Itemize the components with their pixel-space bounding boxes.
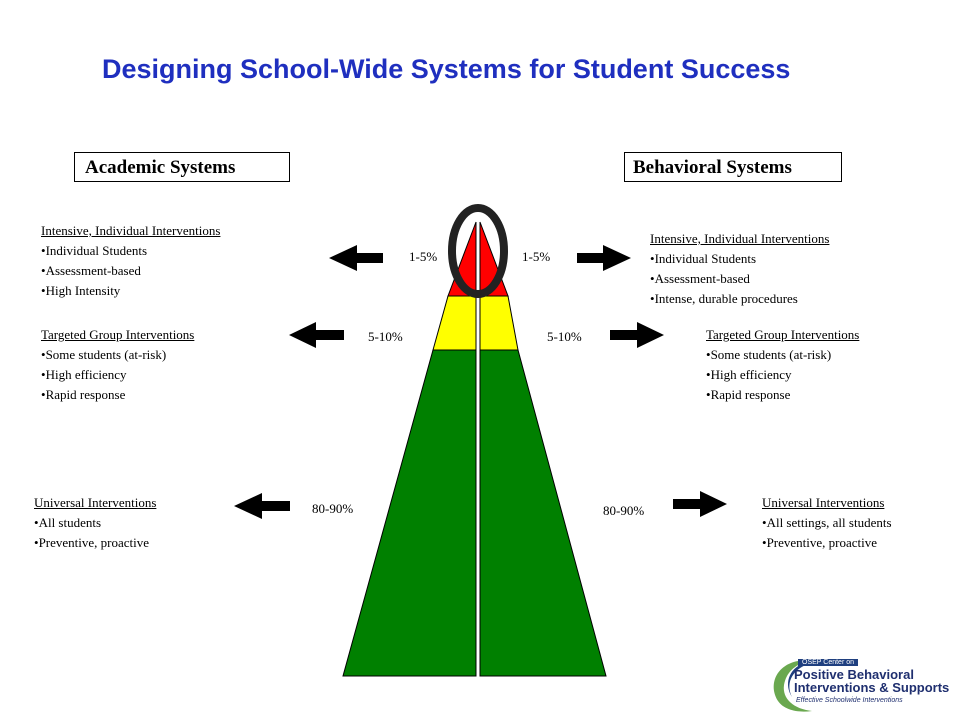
percent-left-universal: 80-90% [312,501,354,516]
logo-line-2: Interventions & Supports [794,680,950,695]
list-item: Individual Students [650,249,829,269]
list-item: Rapid response [706,385,859,405]
list-item: Individual Students [41,241,220,261]
arrow-right-universal [673,491,727,517]
tier-heading: Universal Interventions [762,495,885,510]
arrow-left-universal [234,493,290,519]
behavioral-systems-label: Behavioral Systems [624,152,842,182]
list-item: Preventive, proactive [762,533,892,553]
percent-right-intensive: 1-5% [522,249,551,264]
percent-left-intensive: 1-5% [409,249,438,264]
page-title: Designing School-Wide Systems for Studen… [102,54,791,84]
arrow-right-targeted [610,322,664,348]
percent-right-targeted: 5-10% [547,329,582,344]
list-item: Intense, durable procedures [650,289,829,309]
logo-small-text: OSEP Center on [798,659,859,666]
behavioral-universal-block: Universal Interventions All settings, al… [762,493,892,553]
arrow-right-intensive [577,245,631,271]
arrow-left-intensive [329,245,383,271]
tier-heading: Universal Interventions [34,495,157,510]
tier-heading: Targeted Group Interventions [41,327,195,342]
list-item: Some students (at-risk) [41,345,194,365]
logo-swoosh-icon [773,661,812,712]
logo-line-1: Positive Behavioral [794,667,914,682]
list-item: Assessment-based [41,261,220,281]
behavioral-targeted-block: Targeted Group Interventions Some studen… [706,325,859,405]
tier-heading: Intensive, Individual Interventions [41,223,221,238]
academic-systems-label: Academic Systems [74,152,290,182]
tier-heading: Targeted Group Interventions [706,327,860,342]
percent-left-targeted: 5-10% [368,329,403,344]
pbis-logo: OSEP Center on Positive Behavioral Inter… [768,655,958,715]
list-item: All students [34,513,156,533]
behavioral-intensive-block: Intensive, Individual Interventions Indi… [650,229,829,309]
logo-subtitle: Effective Schoolwide Interventions [796,697,903,704]
tier-targeted-left [432,295,477,351]
list-item: Preventive, proactive [34,533,156,553]
arrow-left-targeted [289,322,344,348]
academic-targeted-block: Targeted Group Interventions Some studen… [41,325,194,405]
list-item: High Intensity [41,281,220,301]
highlight-ring [448,204,508,298]
list-item: All settings, all students [762,513,892,533]
tier-universal-right [479,349,607,677]
tier-heading: Intensive, Individual Interventions [650,231,830,246]
list-item: Rapid response [41,385,194,405]
academic-universal-block: Universal Interventions All students Pre… [34,493,156,553]
list-item: High efficiency [41,365,194,385]
list-item: Assessment-based [650,269,829,289]
list-item: High efficiency [706,365,859,385]
percent-right-universal: 80-90% [603,503,645,518]
tier-universal-left [342,349,477,677]
tier-targeted-right [479,295,519,351]
logo-title: Positive Behavioral Interventions & Supp… [794,668,949,694]
academic-intensive-block: Intensive, Individual Interventions Indi… [41,221,220,301]
list-item: Some students (at-risk) [706,345,859,365]
